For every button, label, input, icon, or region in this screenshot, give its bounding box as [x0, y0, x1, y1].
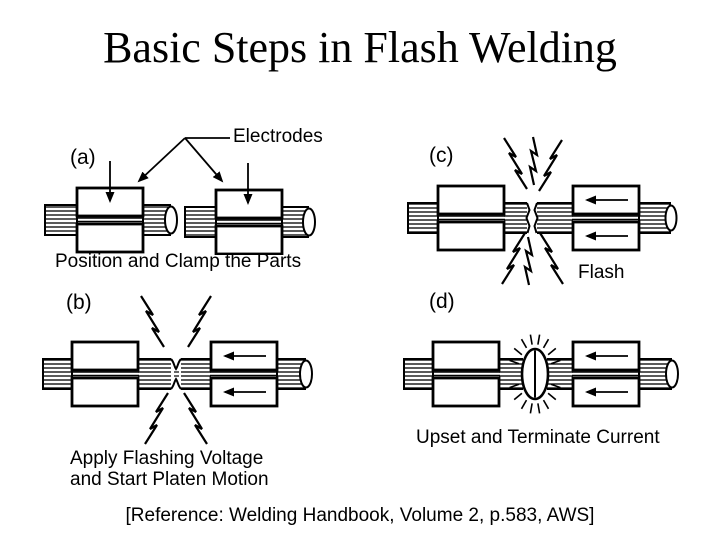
weld-glow-rays — [509, 334, 561, 414]
workpiece-rod — [184, 206, 217, 238]
lightning-bolt-icon — [144, 392, 169, 445]
electrode-clamp-top — [214, 188, 284, 220]
lightning-bolt-icon — [503, 137, 528, 190]
workpiece-rod — [138, 359, 171, 389]
leader-arrow-right — [184, 137, 224, 183]
lightning-bolt-icon — [539, 232, 564, 285]
electrode-clamp-top — [431, 340, 501, 372]
workpiece-rod — [407, 202, 439, 234]
workpiece-rod — [42, 358, 73, 390]
workpiece-rod — [547, 359, 573, 389]
workpiece-rod — [504, 203, 527, 233]
workpiece-assembly-right — [181, 340, 313, 408]
page-title: Basic Steps in Flash Welding — [103, 23, 617, 72]
workpiece-assembly-left — [407, 184, 531, 252]
electrode-clamp-bottom — [75, 222, 145, 254]
electrodes-label: Electrodes — [233, 126, 323, 147]
electrodes-leader-lines — [137, 137, 230, 183]
lightning-bolt-icon — [523, 236, 534, 286]
workpiece-rod — [181, 359, 211, 389]
reference-citation: [Reference: Welding Handbook, Volume 2, … — [125, 505, 595, 526]
panel-a-caption: Position and Clamp the Parts — [55, 251, 302, 272]
panel-d-caption: Upset and Terminate Current — [416, 427, 660, 448]
flashed-rod-end — [525, 202, 531, 234]
lightning-bolt-icon — [528, 136, 539, 186]
electrode-clamp-top — [436, 184, 506, 216]
rod-end-cap — [164, 205, 178, 235]
electrode-clamp-bottom — [436, 220, 506, 252]
rod-end-cap — [299, 359, 313, 389]
lightning-bolt-icon — [140, 295, 165, 348]
electrode-clamp-bottom — [70, 376, 140, 408]
workpiece-rod — [537, 203, 573, 233]
panel-d-diagram — [403, 334, 679, 414]
rod-end-cap — [665, 359, 679, 389]
lightning-bolt-icon — [538, 139, 563, 192]
workpiece-rod — [499, 359, 523, 389]
panel-b-diagram — [42, 295, 313, 445]
panel-a-step-label: (a) — [70, 146, 96, 169]
workpiece-assembly-right — [547, 340, 679, 408]
panel-c-step-label: (c) — [429, 144, 454, 167]
workpiece-rod — [403, 358, 434, 390]
panel-a-diagram — [44, 137, 316, 255]
workpiece-assembly-right — [533, 184, 678, 252]
workpiece-assembly-right — [184, 163, 316, 255]
panel-b-caption-line2: and Start Platen Motion — [70, 468, 269, 490]
lightning-bolts — [140, 295, 212, 445]
leader-arrow-left — [137, 137, 186, 183]
rod-end-cap — [664, 204, 678, 232]
workpiece-assembly-left — [44, 161, 178, 254]
lightning-bolt-icon — [183, 392, 208, 445]
lightning-bolt-icon — [501, 232, 526, 285]
panel-d-step-label: (d) — [429, 290, 455, 313]
workpiece-rod — [44, 204, 78, 236]
panel-b-step-label: (b) — [66, 291, 92, 314]
lightning-bolt-icon — [187, 295, 212, 348]
workpiece-assembly-left — [42, 340, 171, 408]
workpiece-assembly-left — [403, 340, 523, 408]
flashed-rod-end — [533, 202, 539, 234]
panel-b-caption-line1: Apply Flashing Voltage — [70, 448, 264, 469]
rod-end-cap — [302, 207, 316, 237]
panel-b-caption: Apply Flashing Voltage and Start Platen … — [70, 448, 269, 490]
lightning-bolts — [501, 136, 564, 286]
electrode-clamp-bottom — [431, 376, 501, 408]
electrode-clamp-bottom — [214, 224, 284, 255]
panel-c-diagram — [407, 136, 678, 286]
flash-joint-neck — [170, 358, 182, 390]
panel-c-caption: Flash — [578, 262, 625, 283]
electrode-clamp-top — [70, 340, 140, 372]
